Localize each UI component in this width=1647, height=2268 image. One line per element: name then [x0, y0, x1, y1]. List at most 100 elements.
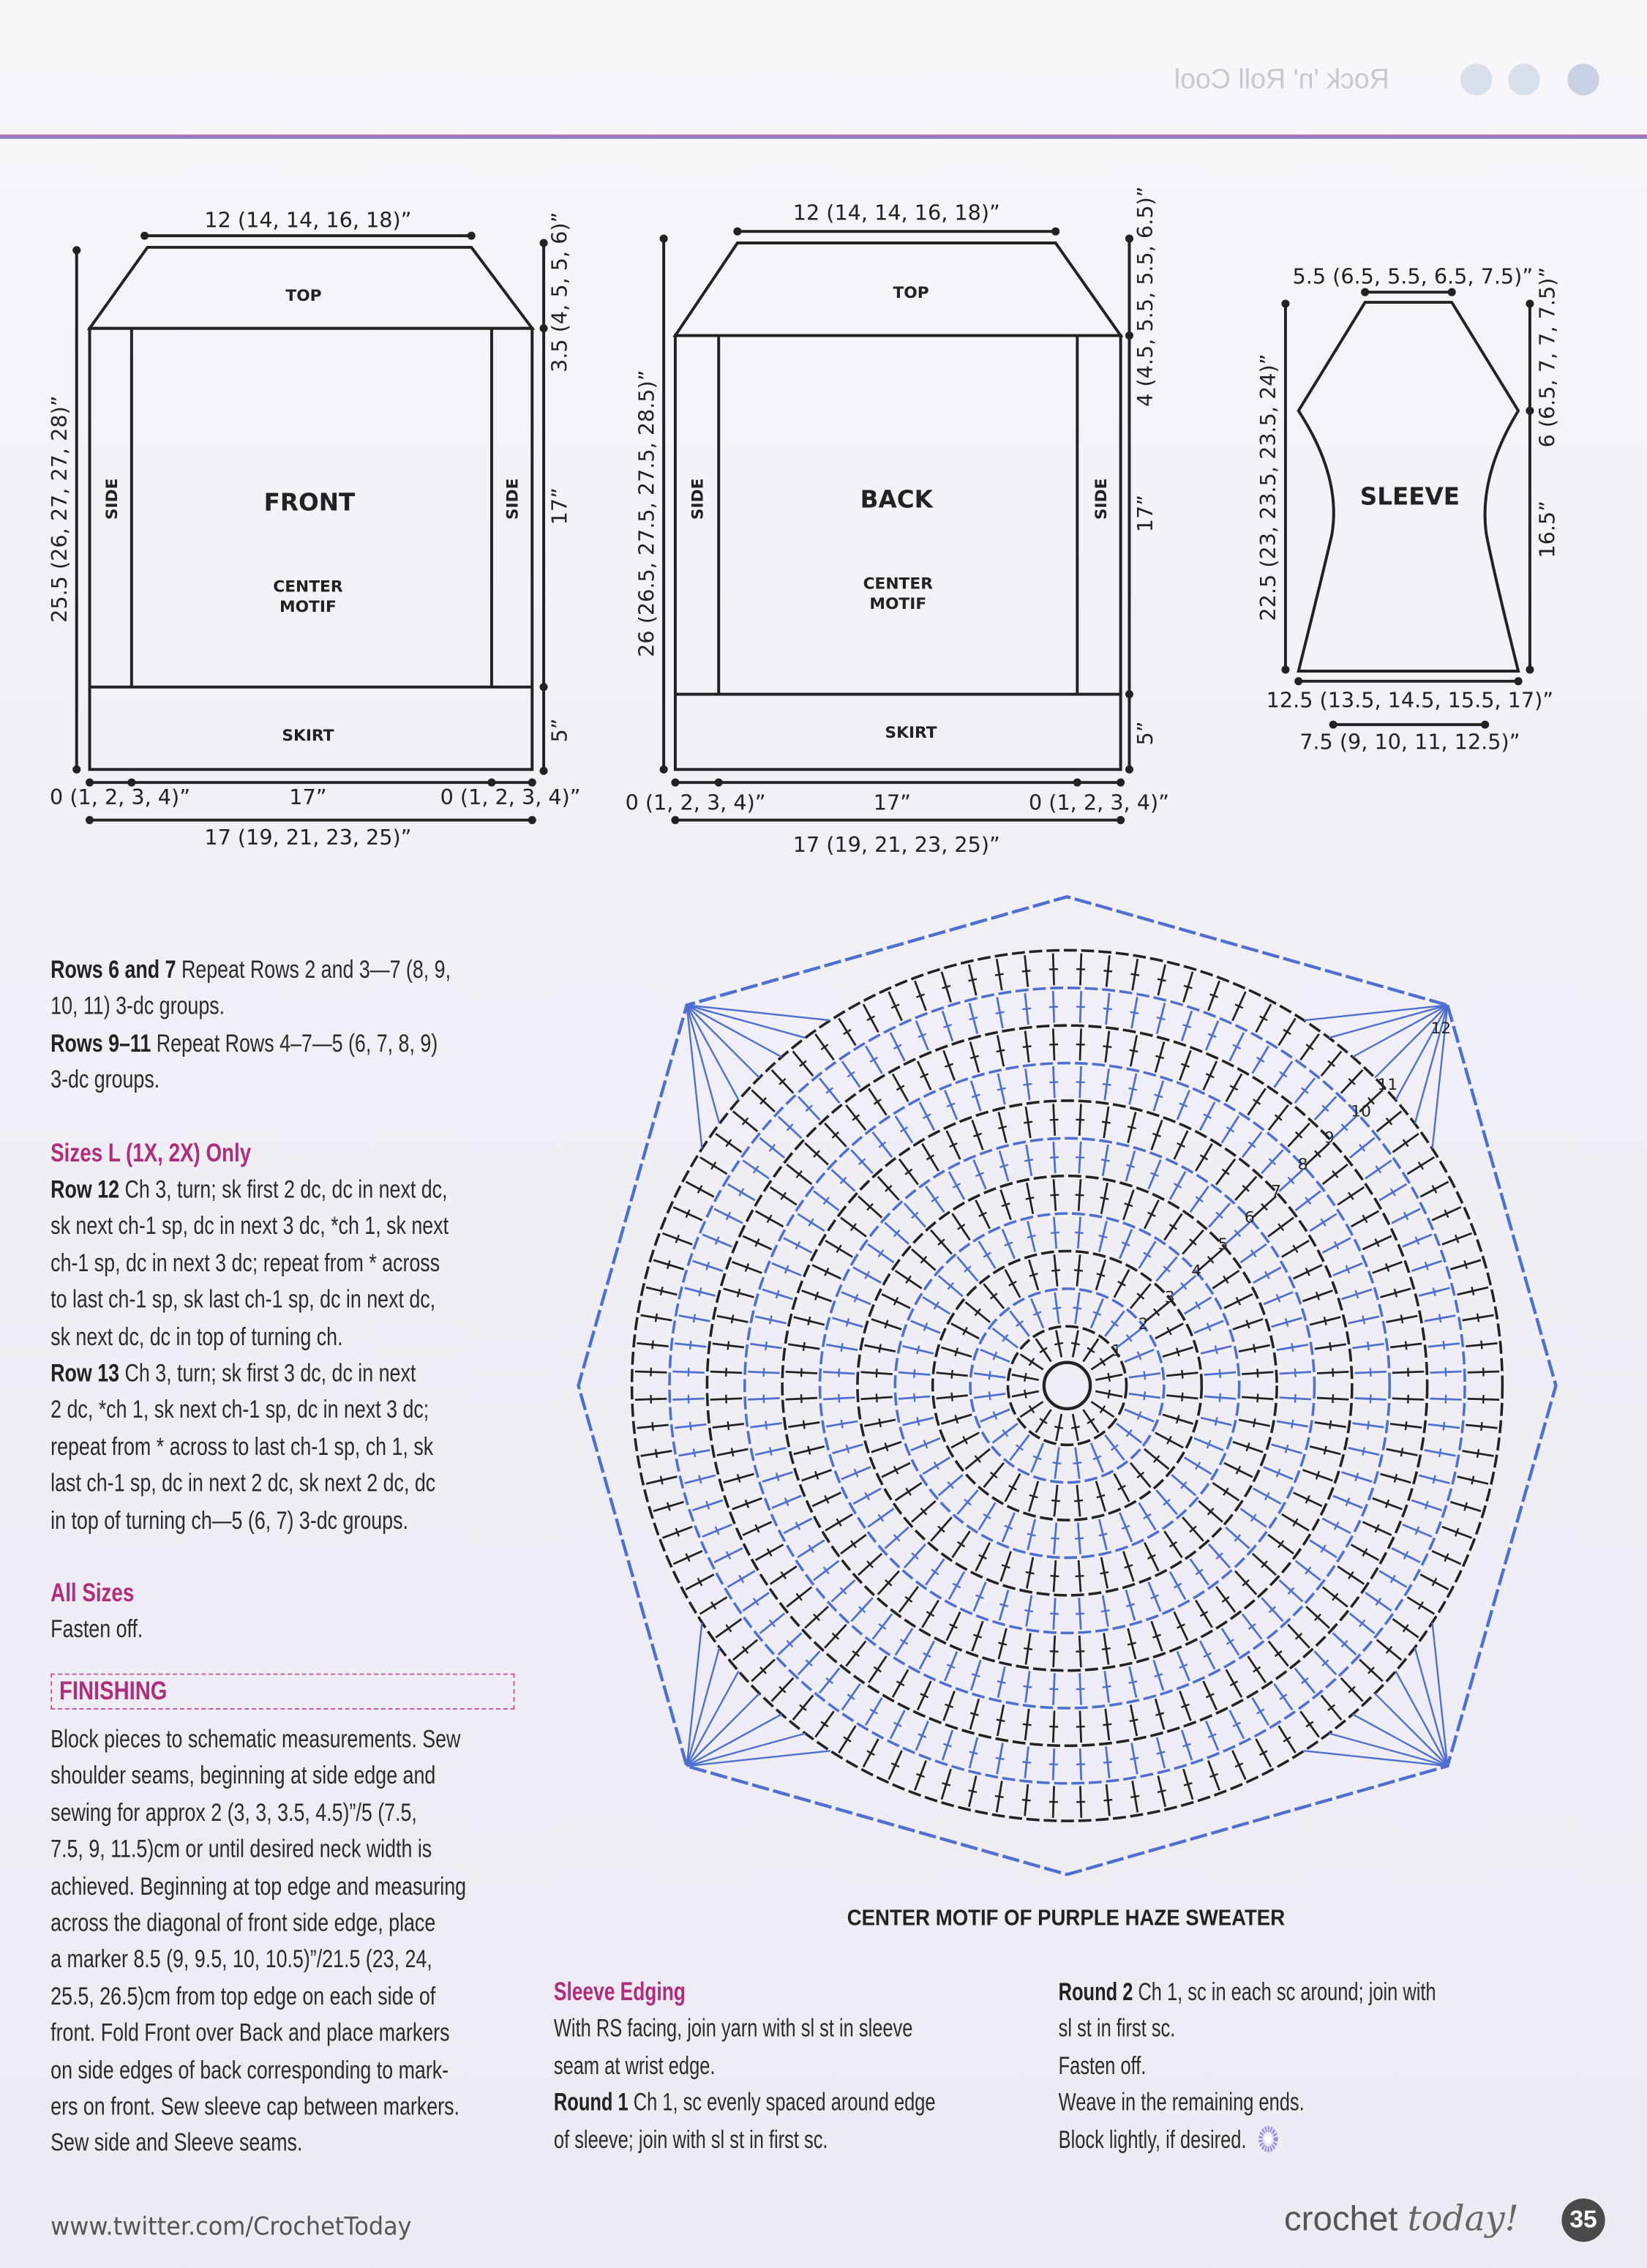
back-skirt-height: 5” [1133, 721, 1158, 745]
round-5-stitch-tick [893, 1465, 899, 1475]
round-7-stitch-tick [1024, 1120, 1033, 1124]
round-10-stitch-tick [1340, 1123, 1348, 1131]
round-10-stitch-tick [893, 1044, 902, 1049]
round-7-stitch-tick [849, 1223, 857, 1232]
round-6-stitch-tick [1150, 1594, 1159, 1600]
corner-fan-stitch [686, 1622, 703, 1767]
round-9-stitch-tick [920, 1693, 929, 1699]
round-10-stitch-tick [1359, 1144, 1366, 1152]
corner-fan-stitch [686, 1005, 721, 1124]
round-8-stitch-tick [1226, 1126, 1235, 1133]
round-1-stitch-tick [1028, 1358, 1035, 1366]
round-5-stitch-tick [1253, 1344, 1256, 1353]
round-5-stitch-tick [1256, 1369, 1259, 1378]
edging-line: Weave in the remaining ends. [1058, 2087, 1305, 2117]
round-11-stitch-tick [1327, 1060, 1335, 1067]
corner-fan-stitch [1374, 1693, 1449, 1767]
round-label: 6 [1245, 1209, 1255, 1227]
round-6-stitch-tick [931, 1196, 939, 1203]
round-4-stitch-tick [947, 1481, 954, 1489]
round-11-stitch-tick [685, 1553, 691, 1562]
round-11-stitch-tick [1385, 1646, 1393, 1654]
round-2-stitch-tick [1092, 1311, 1102, 1317]
round-10-stitch-tick [705, 1261, 710, 1270]
round-9-stitch-tick [1253, 1099, 1261, 1105]
round-2-stitch-tick [1052, 1462, 1062, 1465]
round-10-stitch-tick [738, 1188, 745, 1197]
round-7-stitch-tick [1305, 1494, 1310, 1504]
round-6-stitch-tick [1024, 1609, 1034, 1613]
sleeve-cap-depth: 6 (6.5, 7, 7, 7.5)” [1535, 267, 1560, 448]
finishing-line: front. Fold Front over Back and place ma… [50, 2018, 450, 2047]
twitter-link[interactable]: www.twitter.com/CrochetToday [50, 2212, 412, 2242]
schematics: 12 (14, 14, 16, 18)” TOP SIDE SIDE FRONT… [47, 186, 1560, 857]
round-9-stitch-tick [852, 1114, 860, 1121]
round-6-stitch-tick [1150, 1172, 1159, 1178]
round-11-stitch-tick [1480, 1422, 1483, 1431]
back-top-label: TOP [893, 284, 928, 302]
round-4-stitch-tick [916, 1345, 920, 1355]
round-6-stitch-tick [853, 1468, 859, 1478]
round-11-stitch-tick [1480, 1340, 1483, 1350]
round-8-stitch-tick [795, 1522, 801, 1530]
round-11-stitch-tick [1454, 1527, 1460, 1537]
row-text: in top of turning ch—5 (6, 7) 3-dc group… [50, 1505, 408, 1535]
round-6-chain [818, 1137, 1316, 1635]
round-5-stitch-tick [1189, 1238, 1197, 1246]
round-5-stitch-tick [1223, 1275, 1229, 1284]
round-9-chain [705, 1024, 1429, 1748]
round-5-stitch-tick [956, 1224, 966, 1230]
back-length: 26 (26.5, 27.5, 27.5, 28.5)” [634, 370, 659, 656]
round-8-stitch-tick [1248, 1623, 1256, 1631]
round-4-stitch-tick [1163, 1265, 1171, 1273]
round-1-stitch-tick [1024, 1389, 1027, 1399]
round-5-stitch-tick [1100, 1571, 1109, 1575]
corner-fan-stitch [686, 1004, 782, 1058]
round-3-stitch-tick [962, 1326, 968, 1336]
round-3-stitch-tick [1175, 1415, 1180, 1424]
round-4-stitch-tick [913, 1393, 916, 1402]
header-rule [0, 134, 1647, 139]
round-4-stitch-tick [916, 1417, 920, 1426]
round-5-stitch-tick [884, 1442, 889, 1452]
round-8-stitch-tick [822, 1566, 830, 1575]
round-9-stitch-tick [1400, 1448, 1404, 1457]
round-2-stitch-tick [1143, 1371, 1147, 1380]
round-9-stitch-tick [1314, 1613, 1321, 1622]
back-top-width: 12 (14, 14, 16, 18)” [793, 200, 1000, 225]
round-10-stitch-tick [918, 1033, 927, 1038]
round-4-stitch-tick [964, 1498, 972, 1506]
round-9-stitch-tick [1348, 1571, 1354, 1579]
round-6-stitch-tick [1125, 1603, 1135, 1608]
round-10-stitch-tick [725, 1551, 732, 1560]
round-3-stitch-tick [950, 1392, 953, 1401]
round-2-stitch-tick [1052, 1306, 1062, 1310]
round-5-stitch-tick [1168, 1224, 1178, 1230]
round-11-stitch-tick [759, 1097, 768, 1105]
round-1-stitch-tick [1039, 1347, 1048, 1354]
round-5-stitch-tick [878, 1418, 882, 1428]
round-7-stitch-tick [949, 1623, 958, 1629]
round-7-stitch-tick [1177, 1623, 1185, 1629]
round-11-stitch-tick [968, 1789, 978, 1794]
fasten-off-text: Fasten off. [50, 1614, 143, 1644]
round-4-stitch-tick [1180, 1481, 1188, 1489]
round-9-stitch-tick [1400, 1314, 1404, 1324]
round-3-stitch-tick [1175, 1347, 1180, 1357]
round-9-stitch-tick [1129, 1718, 1138, 1723]
round-10-stitch-tick [1182, 1743, 1192, 1748]
round-10-stitch-tick [689, 1340, 692, 1350]
pattern-rows-12-13: Row 12 Ch 3, turn; sk first 2 dc, dc in … [50, 1172, 449, 1539]
round-10-stitch-tick [1424, 1261, 1429, 1270]
row-text: to last ch-1 sp, sk last ch-1 sp, dc in … [50, 1284, 436, 1314]
round-8-stitch-tick [839, 1587, 847, 1595]
round-7-stitch-tick [1315, 1291, 1320, 1300]
round-8-stitch-tick [1287, 1587, 1295, 1595]
round-5-stitch-tick [920, 1256, 928, 1264]
finishing-line: shoulder seams, beginning at side edge a… [50, 1760, 436, 1790]
sleeve-length: 22.5 (23, 23.5, 23.5, 24)” [1256, 353, 1280, 621]
finishing-line: ers on front. Sew sleeve cap between mar… [50, 2091, 459, 2121]
round-9-stitch-tick [730, 1448, 735, 1457]
round-5-chain [856, 1174, 1278, 1597]
round-5-stitch-tick [1124, 1564, 1133, 1569]
